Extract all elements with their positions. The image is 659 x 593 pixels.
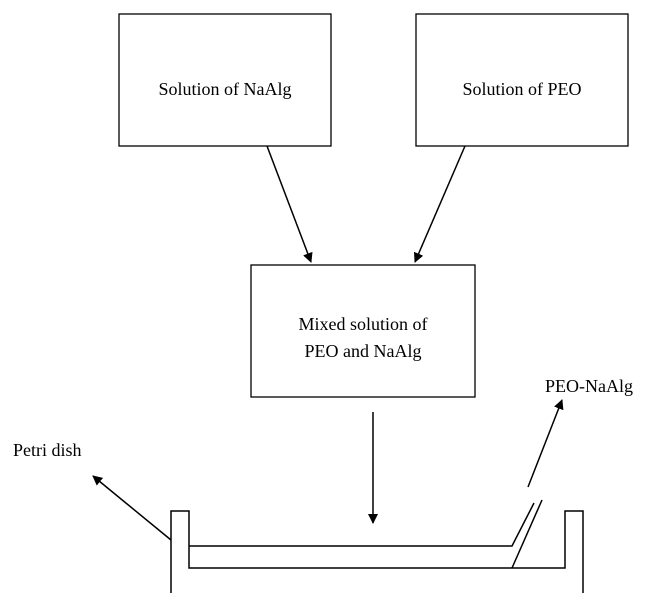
box-solution-peo-label: Solution of PEO <box>462 79 581 99</box>
box-mixed-solution-line1: Mixed solution of <box>299 314 428 334</box>
box-solution-peo: Solution of PEO <box>415 13 629 147</box>
box-solution-naalg: Solution of NaAlg <box>118 13 332 147</box>
arrow-naalg-to-mixed <box>266 145 313 263</box>
box-mixed-solution-line2: PEO and NaAlg <box>305 341 422 361</box>
box-solution-naalg-label: Solution of NaAlg <box>159 79 292 99</box>
arrow-to-petri-label <box>92 475 172 541</box>
peo-naalg-film <box>189 502 535 547</box>
box-mixed-solution: Mixed solution of PEO and NaAlg <box>250 264 476 398</box>
label-petri-dish: Petri dish <box>13 440 82 460</box>
arrow-to-film-label <box>527 399 564 488</box>
label-peo-naalg: PEO-NaAlg <box>545 376 633 396</box>
arrow-peo-to-mixed <box>413 145 466 263</box>
petri-dish <box>170 499 584 593</box>
